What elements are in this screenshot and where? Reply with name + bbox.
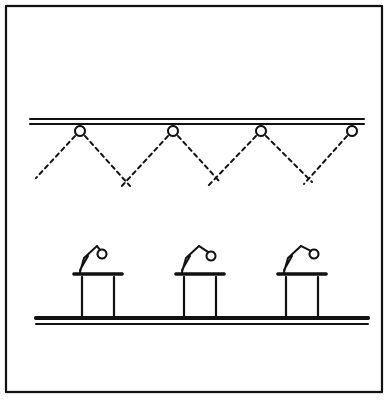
ceiling-light-3 <box>207 125 313 187</box>
workstation-1 <box>72 245 124 319</box>
desk-icon <box>276 272 328 319</box>
workstation-3 <box>276 245 328 319</box>
ceiling-light-1 <box>35 125 131 187</box>
ceiling-light-icon <box>255 125 267 137</box>
diagram-frame <box>4 4 384 394</box>
ceiling-light-icon <box>346 125 358 137</box>
desk-lamp-icon <box>181 245 217 273</box>
workstation-2 <box>174 245 226 319</box>
floor <box>34 316 370 325</box>
desk-icon <box>72 272 124 319</box>
ceiling <box>29 118 365 125</box>
desk-icon <box>174 272 226 319</box>
ceiling-light-4 <box>303 125 358 185</box>
ceiling-light-2 <box>119 125 221 189</box>
ceiling-light-icon <box>74 125 86 137</box>
ceiling-light-icon <box>167 125 179 137</box>
desk-lamp-icon <box>283 245 320 273</box>
desk-lamp-icon <box>79 245 108 273</box>
